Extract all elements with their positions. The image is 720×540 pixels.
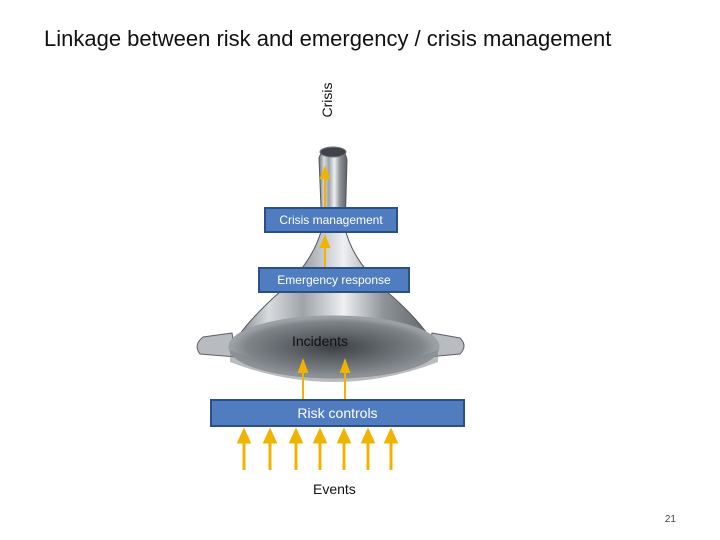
spout-opening	[319, 146, 347, 158]
crisis-management-label: Crisis management	[279, 213, 383, 227]
event-arrows	[236, 427, 399, 470]
arrow-spout	[319, 165, 331, 208]
arrow-emergency-to-crisis	[319, 234, 331, 268]
arrow-incidents-right	[339, 358, 351, 399]
page-number: 21	[664, 514, 676, 525]
incidents-label: Incidents	[292, 333, 349, 349]
arrow-incidents-left	[297, 358, 309, 399]
risk-controls-box: Risk controls	[210, 399, 465, 427]
events-label: Events	[313, 481, 356, 497]
emergency-response-box: Emergency response	[258, 267, 410, 293]
risk-controls-label: Risk controls	[297, 405, 378, 421]
emergency-response-label: Emergency response	[277, 273, 391, 287]
funnel-rim-shadow	[230, 350, 438, 382]
crisis-management-box: Crisis management	[264, 207, 398, 233]
funnel-handle-left	[196, 332, 237, 358]
slide-title: Linkage between risk and emergency / cri…	[44, 26, 612, 51]
